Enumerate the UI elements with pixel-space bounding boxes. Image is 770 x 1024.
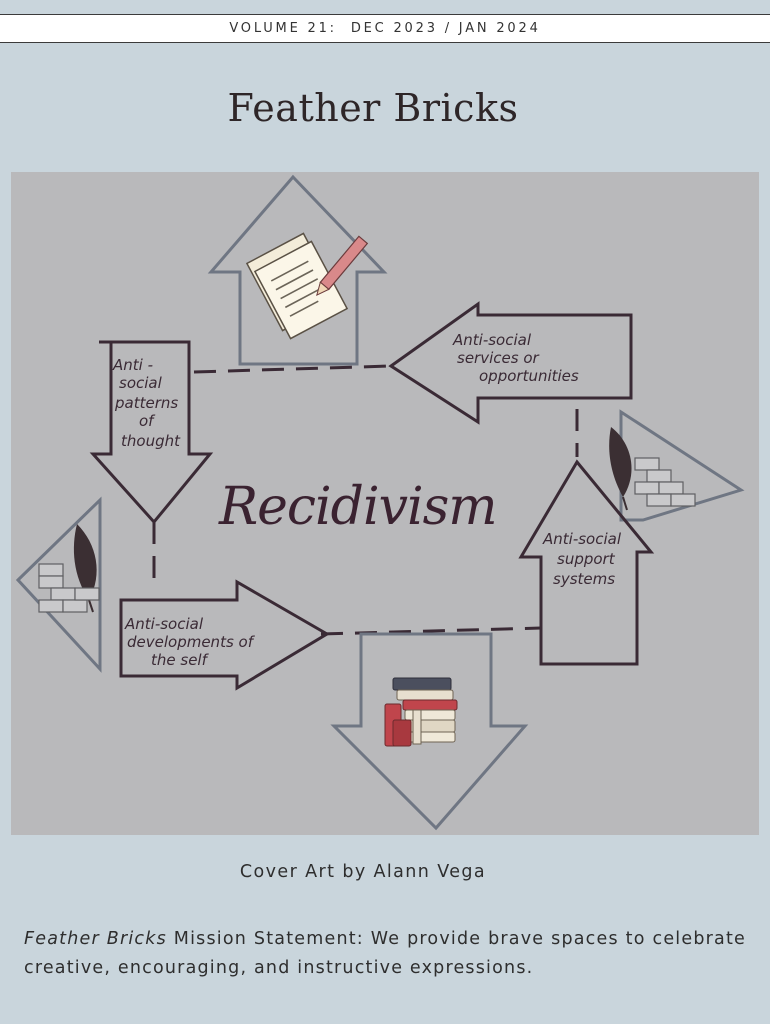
developments-label-line-2: developments of — [127, 633, 256, 651]
support-label-line-2: support — [557, 550, 616, 568]
volume-header: VOLUME 21: DEC 2023 / JAN 2024 — [0, 14, 770, 43]
mission-statement: Feather Bricks Mission Statement: We pro… — [24, 925, 746, 983]
developments-label-line-1: Anti-social — [124, 615, 204, 633]
page-title: Feather Bricks — [227, 86, 519, 130]
mission-name: Feather Bricks — [24, 929, 167, 949]
left-arrow-services — [388, 301, 633, 425]
feather-bricks-icon — [609, 427, 696, 511]
patterns-label-line-1: Anti - — [112, 356, 153, 374]
support-label-line-3: systems — [553, 570, 615, 588]
support-label-line-1: Anti-social — [542, 530, 622, 548]
patterns-label-line-4: of — [139, 412, 156, 430]
right-arrow-developments — [119, 579, 330, 691]
notebook-pencil-icon — [245, 232, 369, 340]
patterns-label-line-2: social — [119, 374, 163, 392]
up-arrow-support — [518, 459, 655, 666]
cover-credit: Cover Art by Alann Vega — [239, 862, 487, 882]
patterns-label-line-3: patterns — [114, 394, 178, 412]
feather-bricks-icon-left — [38, 524, 100, 613]
patterns-label: Anti - social patterns of thought — [112, 356, 181, 450]
mission-text: Mission Statement: We provide brave spac… — [24, 929, 746, 978]
cover-art: Anti-social services or opportunities An… — [11, 172, 759, 835]
cover-diagram: Anti-social services or opportunities An… — [15, 174, 745, 831]
down-arrow-patterns — [89, 340, 214, 525]
support-label: Anti-social support systems — [542, 530, 622, 588]
services-label-line-2: services or — [457, 349, 539, 367]
services-label: Anti-social services or opportunities — [452, 331, 579, 385]
center-word: Recidivism — [218, 477, 497, 537]
issue-date: DEC 2023 / JAN 2024 — [350, 21, 541, 36]
developments-label: Anti-social developments of the self — [124, 615, 256, 669]
down-arrow-bottom — [330, 632, 529, 831]
developments-label-line-3: the self — [151, 651, 210, 669]
book-stack-icon — [384, 677, 458, 747]
dashed-connectors — [152, 364, 579, 636]
services-label-line-3: opportunities — [479, 367, 579, 385]
left-arrow-outline — [15, 496, 102, 673]
services-label-line-1: Anti-social — [452, 331, 532, 349]
volume-number: VOLUME 21: — [229, 21, 337, 36]
patterns-label-line-5: thought — [121, 432, 181, 450]
up-arrow-top — [207, 174, 388, 366]
